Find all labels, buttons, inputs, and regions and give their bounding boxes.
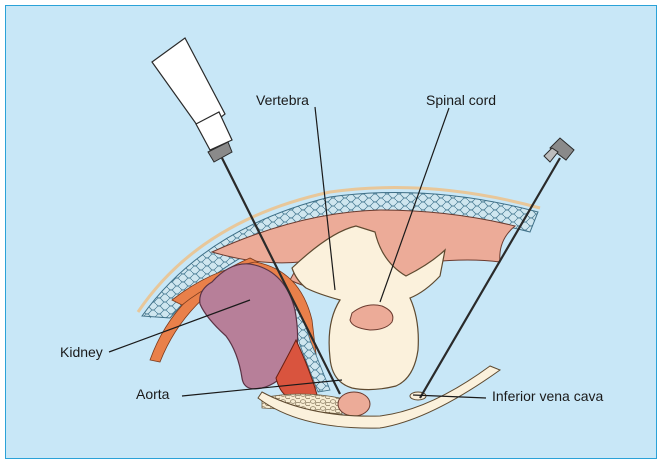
label-aorta: Aorta [136,386,169,402]
label-spinal-cord: Spinal cord [426,92,496,108]
inferior-vena-cava-lumen [338,392,370,416]
left-syringe-icon [152,38,232,162]
label-inferior-vena-cava: Inferior vena cava [492,388,603,404]
label-vertebra: Vertebra [256,92,309,108]
label-kidney: Kidney [60,344,103,360]
